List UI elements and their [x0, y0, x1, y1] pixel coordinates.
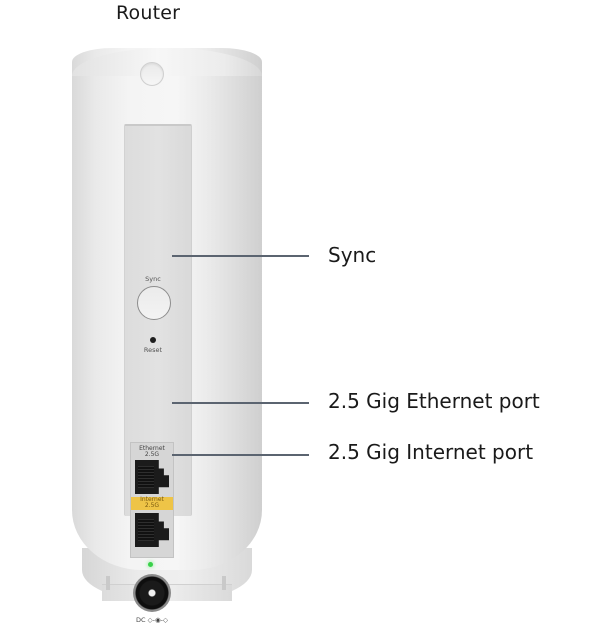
- sync-leader-line: [172, 255, 309, 257]
- foot-notch: [106, 576, 110, 590]
- ethernet-leader-line: [172, 402, 309, 404]
- internet-leader-line: [172, 454, 309, 456]
- sync-button-label: Sync: [145, 275, 161, 283]
- diagram-title: Router: [116, 2, 181, 24]
- port-panel: Ethernet 2.5G Internet 2.5G DC ◇-◉-◇: [124, 124, 190, 624]
- status-led: [148, 562, 153, 567]
- top-button[interactable]: [140, 62, 164, 86]
- internet-port-speed-label: 2.5G: [131, 503, 173, 510]
- sync-button[interactable]: [137, 286, 171, 320]
- router-device: Sync Reset Ethernet 2.5G Internet 2.5G D…: [72, 48, 262, 624]
- ethernet-port-callout: 2.5 Gig Ethernet port: [328, 389, 540, 413]
- reset-label: Reset: [143, 346, 163, 354]
- reset-button[interactable]: [150, 337, 156, 343]
- dc-label: DC ◇-◉-◇: [136, 616, 168, 624]
- port-block: Ethernet 2.5G Internet 2.5G: [130, 442, 174, 558]
- sync-callout: Sync: [328, 243, 377, 267]
- ethernet-port-speed-label: 2.5G: [144, 451, 160, 458]
- dc-power-jack[interactable]: [133, 574, 171, 612]
- internet-port-label: Internet: [131, 497, 173, 503]
- foot-notch: [222, 576, 226, 590]
- internet-port-callout: 2.5 Gig Internet port: [328, 440, 534, 464]
- ethernet-port-label: Ethernet: [139, 445, 165, 452]
- ethernet-port[interactable]: [135, 460, 169, 494]
- internet-port[interactable]: [135, 513, 169, 547]
